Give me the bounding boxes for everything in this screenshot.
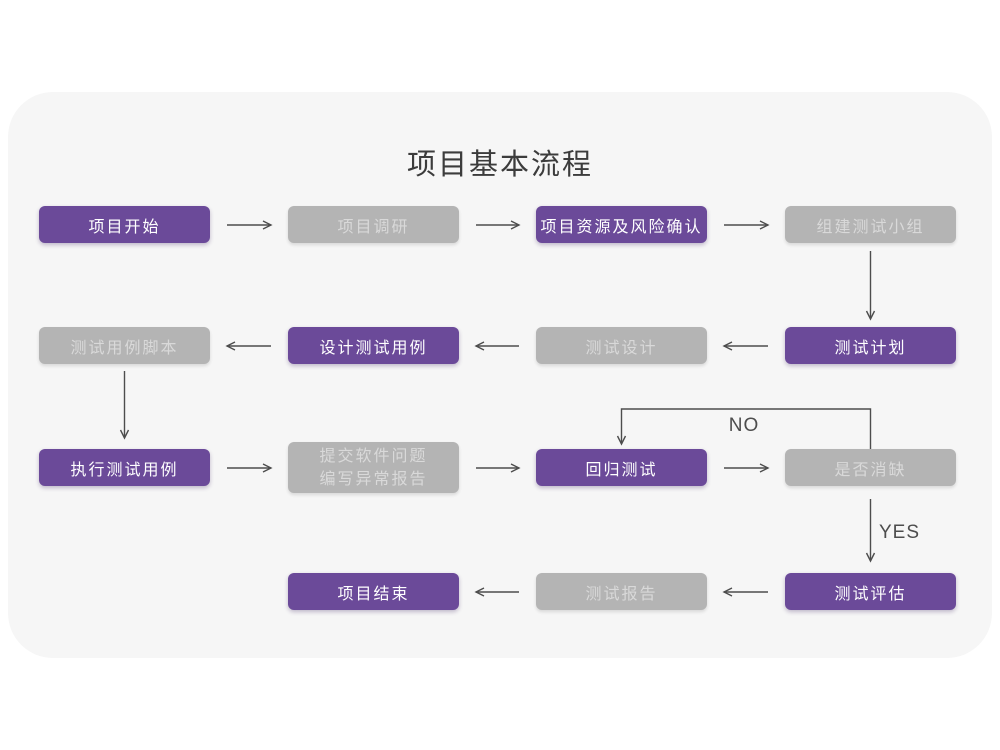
node-execute-test-cases: 执行测试用例 [39,449,210,486]
no-edge-label: NO [728,415,760,436]
node-project-end: 项目结束 [288,573,459,610]
node-test-plan: 测试计划 [785,327,956,364]
node-test-report: 测试报告 [536,573,707,610]
node-defect-cleared: 是否消缺 [785,449,956,486]
node-line-2: 编写异常报告 [319,470,428,488]
node-test-evaluation: 测试评估 [785,573,956,610]
flowchart-card [8,92,992,658]
node-project-research: 项目调研 [288,206,459,243]
node-regression-test: 回归测试 [536,449,707,486]
page-title: 项目基本流程 [406,149,593,181]
node-test-design: 测试设计 [536,327,707,364]
yes-edge-label: YES [879,522,921,543]
node-test-case-script: 测试用例脚本 [39,327,210,364]
node-line-1: 提交软件问题 [319,447,428,465]
node-form-test-team: 组建测试小组 [785,206,956,243]
node-design-test-cases: 设计测试用例 [288,327,459,364]
node-project-start: 项目开始 [39,206,210,243]
node-resources-risk-confirm: 项目资源及风险确认 [536,206,707,243]
node-submit-issues-report: 提交软件问题 编写异常报告 [288,442,459,493]
